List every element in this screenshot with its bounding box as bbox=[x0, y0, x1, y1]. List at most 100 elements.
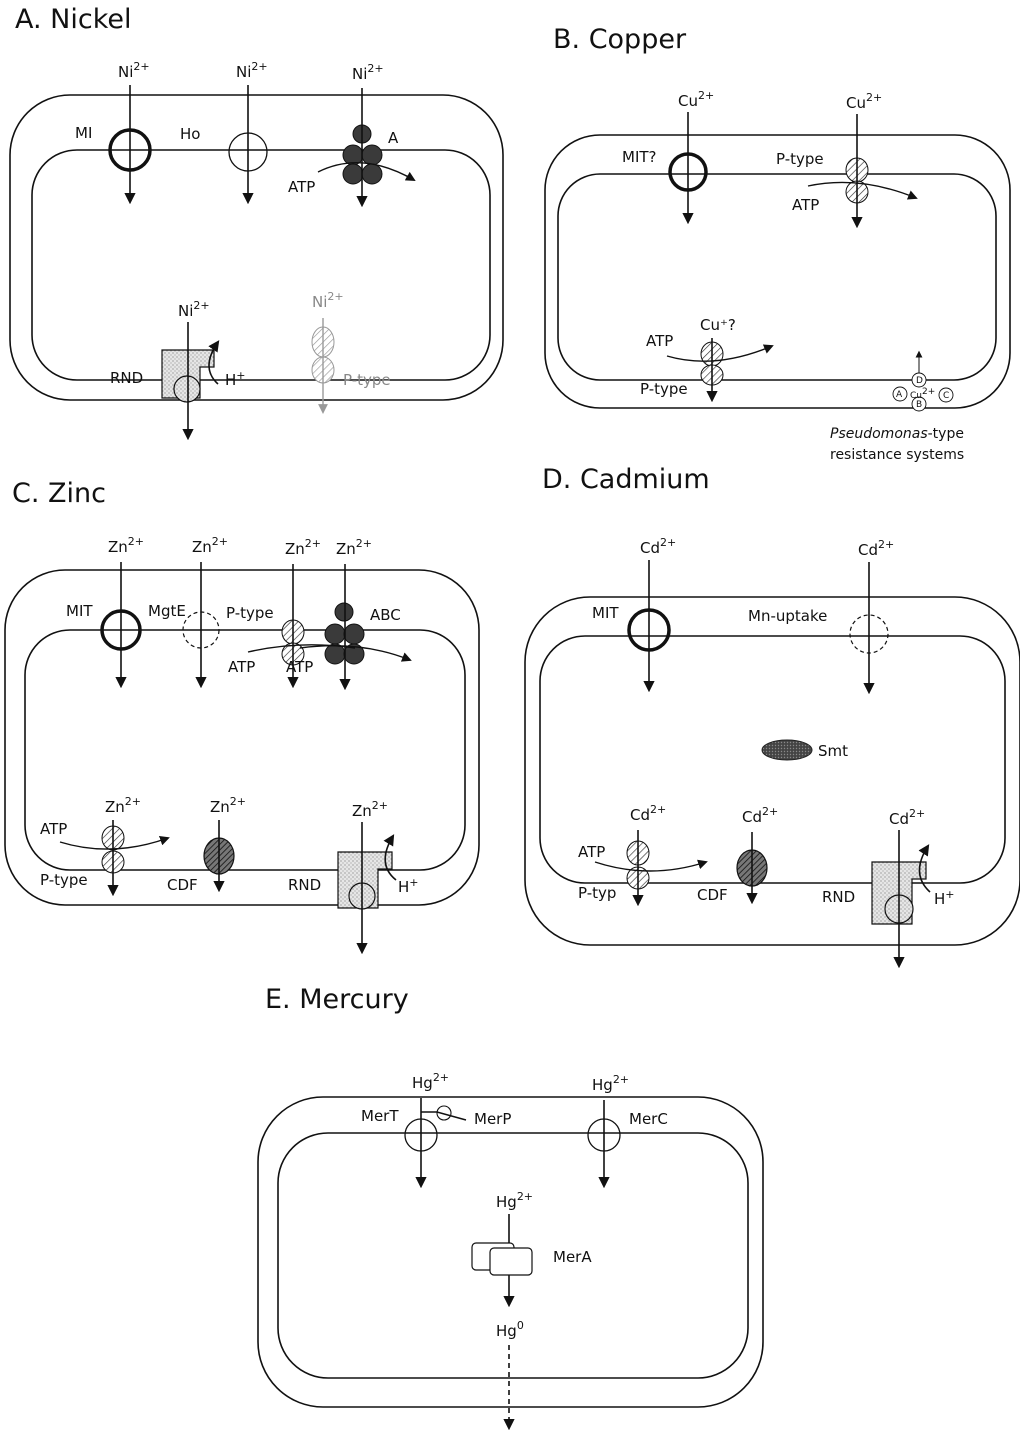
panel-c-inner-membrane bbox=[24, 629, 466, 871]
panel-c: Zn2+ Zn2+ Zn2+ Zn2+ MIT MgtE P-type ABC … bbox=[40, 535, 419, 955]
panel-e: Hg2+ Hg2+ MerT MerP MerC Hg2+ MerA Hg0 bbox=[361, 1071, 668, 1431]
label-ptype-b-bottom: P-type bbox=[640, 380, 688, 398]
label-atp-a: ATP bbox=[288, 178, 315, 196]
ion-cu-1: Cu2+ bbox=[678, 89, 714, 110]
label-mi: MI bbox=[75, 124, 92, 142]
label-smt: Smt bbox=[818, 742, 848, 760]
label-rnd-c: RND bbox=[288, 876, 321, 894]
mn-uptake-transporter bbox=[849, 614, 889, 654]
label-mert: MerT bbox=[361, 1107, 399, 1125]
ion-cu-plus: Cu⁺? bbox=[700, 316, 736, 334]
ion-ni-5: Ni2+ bbox=[312, 290, 344, 311]
svg-text:A: A bbox=[896, 390, 903, 400]
merp-link bbox=[421, 1111, 467, 1121]
ion-zn-2: Zn2+ bbox=[192, 535, 228, 556]
label-merp: MerP bbox=[474, 1110, 511, 1128]
panel-e-title: E. Mercury bbox=[265, 984, 409, 1015]
ion-ni-3: Ni2+ bbox=[352, 62, 384, 83]
panel-b-title: B. Copper bbox=[553, 24, 687, 55]
label-mn-uptake: Mn-uptake bbox=[748, 607, 827, 625]
label-mera: MerA bbox=[553, 1248, 592, 1266]
panel-e-outer-membrane bbox=[257, 1096, 764, 1408]
proton-arrow-a bbox=[208, 340, 220, 385]
panel-d-outer-membrane bbox=[524, 596, 1020, 946]
panel-c-title: C. Zinc bbox=[12, 478, 106, 509]
ion-hg-1: Hg2+ bbox=[412, 1071, 449, 1092]
mi-transporter bbox=[108, 128, 152, 172]
ion-cd-1: Cd2+ bbox=[640, 536, 676, 557]
label-a: A bbox=[388, 129, 399, 147]
rnd-transporter-c bbox=[337, 851, 393, 910]
ion-cd-4: Cd2+ bbox=[742, 805, 778, 826]
abc-transporter-c bbox=[324, 602, 365, 665]
ion-hg-2: Hg2+ bbox=[592, 1073, 629, 1094]
atp-arrow-a bbox=[317, 162, 416, 181]
ion-zn-7: Zn2+ bbox=[352, 799, 388, 820]
panel-c-outer-membrane bbox=[4, 569, 480, 906]
mgte-transporter bbox=[182, 611, 220, 649]
ion-cd-5: Cd2+ bbox=[889, 807, 925, 828]
ion-zn-6: Zn2+ bbox=[210, 795, 246, 816]
label-cdf-c: CDF bbox=[167, 876, 198, 894]
label-ptype-c-bottom: P-type bbox=[40, 871, 88, 889]
panel-a-inner-membrane bbox=[31, 149, 491, 381]
panel-a-title: A. Nickel bbox=[15, 4, 132, 35]
proton-c: H+ bbox=[398, 876, 419, 896]
panel-b-inner-membrane bbox=[557, 173, 997, 381]
label-ptype-a: P-type bbox=[343, 371, 391, 389]
mit-transporter-d bbox=[627, 608, 671, 652]
proton-d: H+ bbox=[934, 888, 955, 908]
label-abc: ABC bbox=[370, 606, 401, 624]
ion-hg-3: Hg2+ bbox=[496, 1190, 533, 1211]
atp-arrow-b-bottom bbox=[666, 344, 774, 362]
atp-arrow-c-bottom bbox=[59, 836, 170, 850]
mit-transporter-b bbox=[668, 152, 708, 192]
label-ptype-b-top: P-type bbox=[776, 150, 824, 168]
proton-arrow-d bbox=[918, 844, 931, 893]
ion-zn-3: Zn2+ bbox=[285, 537, 321, 558]
cu-center: Cu2+ bbox=[910, 387, 935, 401]
label-ptype-c-top: P-type bbox=[226, 604, 274, 622]
panel-a: Ni2+ Ni2+ Ni2+ MI Ho ATP A Ni2+ H+ RND N… bbox=[75, 60, 416, 441]
panel-b: Cu2+ Cu2+ MIT? P-type ATP Cu⁺? ATP P-typ… bbox=[622, 89, 964, 463]
label-rnd-d: RND bbox=[822, 888, 855, 906]
ion-cd-3: Cd2+ bbox=[630, 803, 666, 824]
panel-d-title: D. Cadmium bbox=[542, 464, 710, 495]
ho-transporter bbox=[228, 132, 268, 172]
panel-e-inner-membrane bbox=[277, 1132, 749, 1379]
label-ptyp-d: P-typ bbox=[578, 884, 616, 902]
panel-b-outer-membrane bbox=[544, 134, 1011, 409]
proton-arrow-c bbox=[383, 834, 397, 881]
label-ho: Ho bbox=[180, 125, 200, 143]
svg-text:C: C bbox=[943, 391, 949, 401]
ion-zn-4: Zn2+ bbox=[336, 537, 372, 558]
label-mit-c: MIT bbox=[66, 602, 93, 620]
ion-ni-1: Ni2+ bbox=[118, 60, 150, 81]
mera-enzyme-front bbox=[489, 1247, 533, 1276]
label-atp-d: ATP bbox=[578, 843, 605, 861]
label-atp-c-bottom: ATP bbox=[40, 820, 67, 838]
label-atp-c-2: ATP bbox=[286, 658, 313, 676]
panel-d: Cd2+ Cd2+ MIT Mn-uptake Smt Cd2+ ATP P-t… bbox=[578, 536, 955, 969]
label-atp-b-bottom: ATP bbox=[646, 332, 673, 350]
label-merc: MerC bbox=[629, 1110, 668, 1128]
ion-cu-2: Cu2+ bbox=[846, 91, 882, 112]
pseudomonas-label-2: resistance systems bbox=[830, 447, 964, 463]
atp-arrow-c-2 bbox=[299, 645, 412, 662]
label-mit-b: MIT? bbox=[622, 148, 657, 166]
ion-ni-2: Ni2+ bbox=[236, 60, 268, 81]
ion-hg0: Hg0 bbox=[496, 1319, 524, 1340]
label-mit-d: MIT bbox=[592, 604, 619, 622]
label-mgte: MgtE bbox=[148, 602, 186, 620]
panel-a-outer-membrane bbox=[9, 94, 504, 401]
ion-zn-5: Zn2+ bbox=[105, 795, 141, 816]
abc-transporter-a bbox=[342, 124, 383, 185]
svg-text:D: D bbox=[916, 376, 923, 386]
ion-ni-4: Ni2+ bbox=[178, 299, 210, 320]
pseudomonas-label-1: Pseudomonas-type bbox=[830, 426, 964, 442]
label-atp-c-1: ATP bbox=[228, 658, 255, 676]
mit-transporter-c bbox=[100, 609, 142, 651]
pseudomonas-resistance-complex: D A C B Cu2+ bbox=[892, 350, 954, 412]
ion-zn-1: Zn2+ bbox=[108, 535, 144, 556]
